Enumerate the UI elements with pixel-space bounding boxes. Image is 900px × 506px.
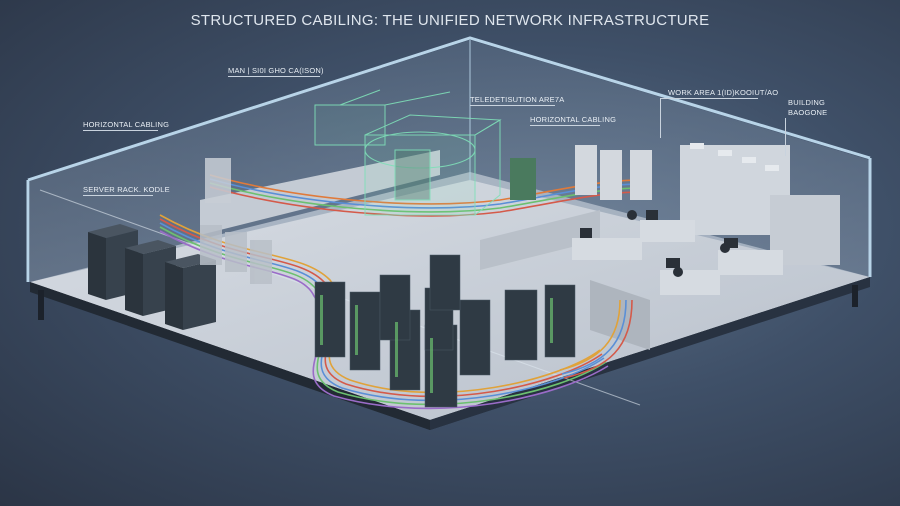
label-building-backbone: BUILDING BAOGONE [788, 98, 827, 118]
label-main-cross-connect: MAN | SI0I GHO CA(ISON) [228, 66, 324, 75]
label-horizontal-cabling-center: HORIZONTAL CABLING [530, 115, 617, 124]
label-work-area: WORK AREA 1(ID)KOOIUT/AO [668, 88, 779, 97]
work-area [572, 143, 840, 295]
leader-line [785, 118, 786, 156]
diagram-title: STRUCTURED CABILING: THE UNIFIED NETWORK… [190, 12, 710, 29]
leader-line [660, 98, 661, 138]
label-building-backbone-line2: BAOGONE [788, 108, 828, 117]
partition-walls [200, 150, 650, 350]
server-racks-left [88, 158, 272, 330]
leader-line [228, 76, 320, 77]
telecom-distribution-racks [510, 145, 652, 200]
leader-line [470, 105, 555, 106]
server-racks-center [314, 254, 576, 408]
label-telecom-distribution: TELEDETISUTION ARE7A [470, 95, 565, 104]
leader-line [660, 98, 758, 99]
label-building-backbone-line1: BUILDING [788, 98, 826, 107]
leader-line [83, 130, 158, 131]
leader-line [530, 125, 600, 126]
hologram-main-cross-connect [314, 89, 502, 216]
label-server-rack: SERVER RACK. KODLE [83, 185, 170, 194]
leader-line [83, 195, 153, 196]
label-horizontal-cabling-left: HORIZONTAL CABLING [83, 120, 170, 129]
